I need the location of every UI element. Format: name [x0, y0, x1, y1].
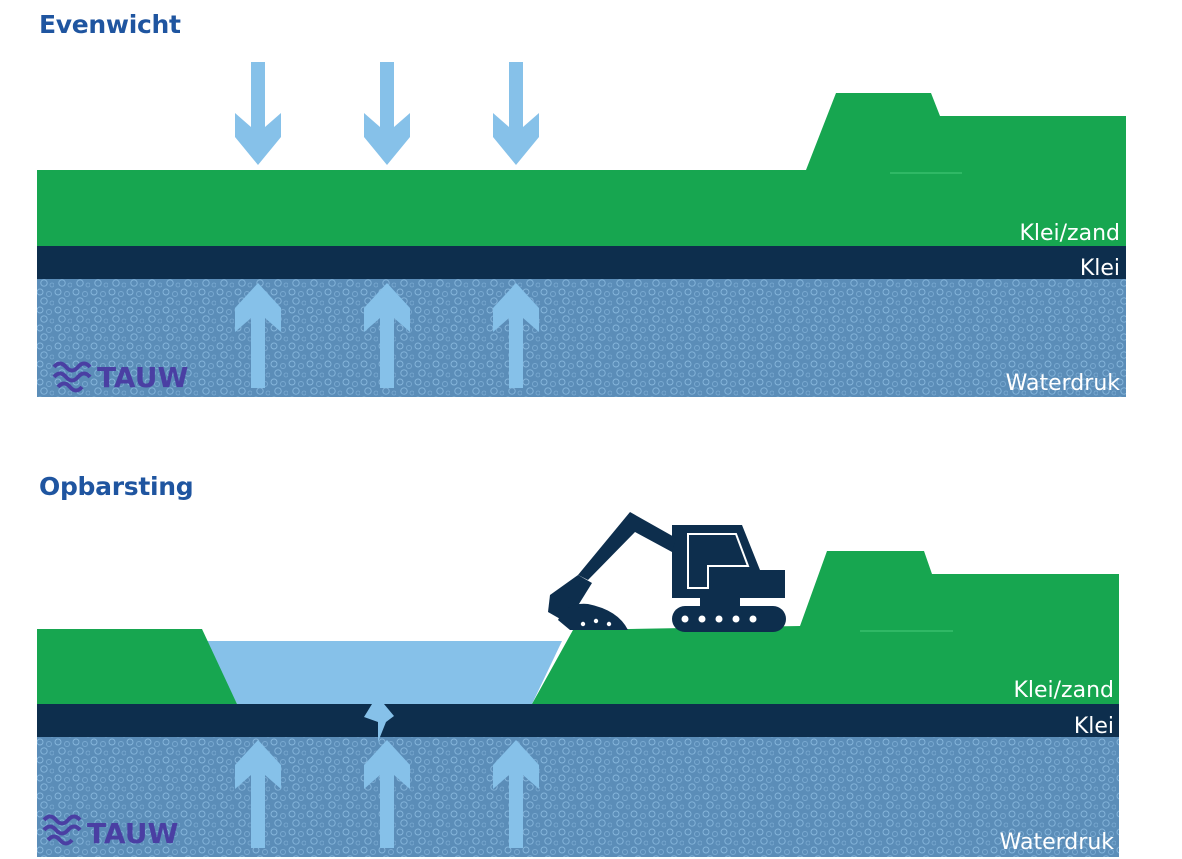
excavator-icon: [548, 512, 786, 632]
arrow-up-icon: [493, 283, 539, 388]
clay-sand-layer-left: [37, 629, 237, 704]
water-pressure-layer: [37, 279, 1126, 397]
arrow-up-icon: [235, 283, 281, 388]
panel-title-evenwicht: Evenwicht: [39, 10, 181, 39]
label-klei-zand: Klei/zand: [1013, 678, 1114, 703]
tauw-waves-icon: [52, 361, 92, 393]
water-pressure-layer: [37, 737, 1119, 857]
arrow-down-icon: [364, 62, 410, 165]
label-klei: Klei: [1080, 256, 1120, 281]
panel-evenwicht: TAUW Klei/zand Klei Waterdruk: [37, 62, 1126, 397]
arrow-down-icon: [493, 62, 539, 165]
arrow-down-icon: [235, 62, 281, 165]
crack: [364, 704, 394, 742]
label-klei: Klei: [1074, 714, 1114, 739]
label-klei-zand: Klei/zand: [1019, 221, 1120, 246]
clay-sand-layer: [37, 93, 1126, 246]
water-pit: [205, 641, 562, 704]
label-waterdruk: Waterdruk: [1000, 830, 1115, 855]
clay-sand-layer-right: [532, 551, 1119, 704]
arrow-up-icon: [364, 740, 410, 848]
tauw-logo-text: TAUW: [87, 817, 178, 850]
tauw-logo-text: TAUW: [97, 361, 188, 394]
arrow-up-icon: [364, 283, 410, 388]
tauw-logo: TAUW: [52, 361, 188, 394]
arrow-up-icon: [235, 740, 281, 848]
clay-layer: [37, 246, 1126, 279]
tauw-waves-icon: [42, 814, 82, 846]
panel-title-opbarsting: Opbarsting: [39, 472, 194, 501]
clay-layer: [37, 704, 1119, 737]
tauw-logo: TAUW: [42, 814, 178, 850]
panel-opbarsting: TAUW Klei/zand Klei Waterdruk: [37, 512, 1119, 857]
arrow-up-icon: [493, 740, 539, 848]
label-waterdruk: Waterdruk: [1006, 371, 1121, 396]
